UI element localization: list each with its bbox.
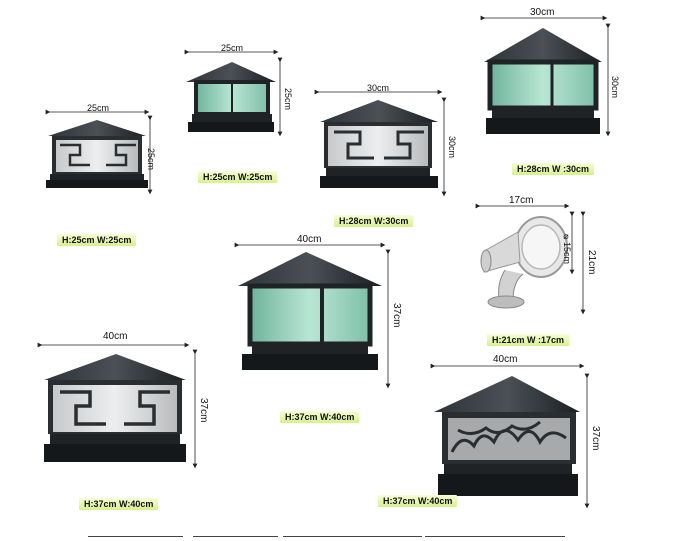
lamp-4-caption: H:28cm W :30cm [512,163,595,175]
lamp-8-width-label: 40cm [493,354,518,365]
lamp-8-height-label: 37cm [590,426,601,451]
spotlight-height-label: 21cm [586,250,597,275]
lamp-1-caption: H:25cm W:25cm [57,234,137,246]
lamp-2-caption: H:25cm W:25cm [198,171,278,183]
bottom-rule-3 [283,536,422,537]
spotlight-width-label: 17cm [509,195,534,206]
lamp-6-width-label: 40cm [297,234,322,245]
lamp-2-height-label: 25cm [283,88,293,111]
lamp-3-height-label: 30cm [447,136,457,159]
lamp-7-drawing [37,342,198,469]
bottom-rule-4 [425,536,565,537]
lamp-4-width-label: 30cm [530,7,555,18]
lamp-2-drawing [184,49,283,137]
lamp-2-width-label: 25cm [221,43,244,53]
lamp-7-height-label: 37cm [198,398,209,423]
lamp-6-drawing [234,242,391,389]
spotlight-diameter-label: ⌀15cm [562,232,572,265]
lamp-1-drawing [45,109,153,195]
lamp-6-height-label: 37cm [391,303,402,328]
bottom-rule-1 [88,536,183,537]
lamp-7-caption: H:37cm W:40cm [79,498,159,510]
lamp-8-drawing [430,363,590,509]
lamp-4-height-label: 30cm [610,76,620,99]
lamp-1-height-label: 25cm [146,148,156,171]
lamp-6-caption: H:37cm W:40cm [280,411,360,423]
spotlight-caption: H:21cm W :17cm [487,334,570,346]
lamp-4-drawing [480,15,611,137]
bottom-rule-2 [193,536,278,537]
lamp-3-width-label: 30cm [367,83,390,93]
lamp-3-caption: H:28cm W:30cm [334,215,414,227]
lamp-8-caption: H:37cm W:40cm [378,495,458,507]
lamp-1-width-label: 25cm [87,103,110,113]
lamp-3-drawing [314,89,447,197]
spotlight-drawing [475,203,586,315]
lamp-7-width-label: 40cm [103,331,128,342]
